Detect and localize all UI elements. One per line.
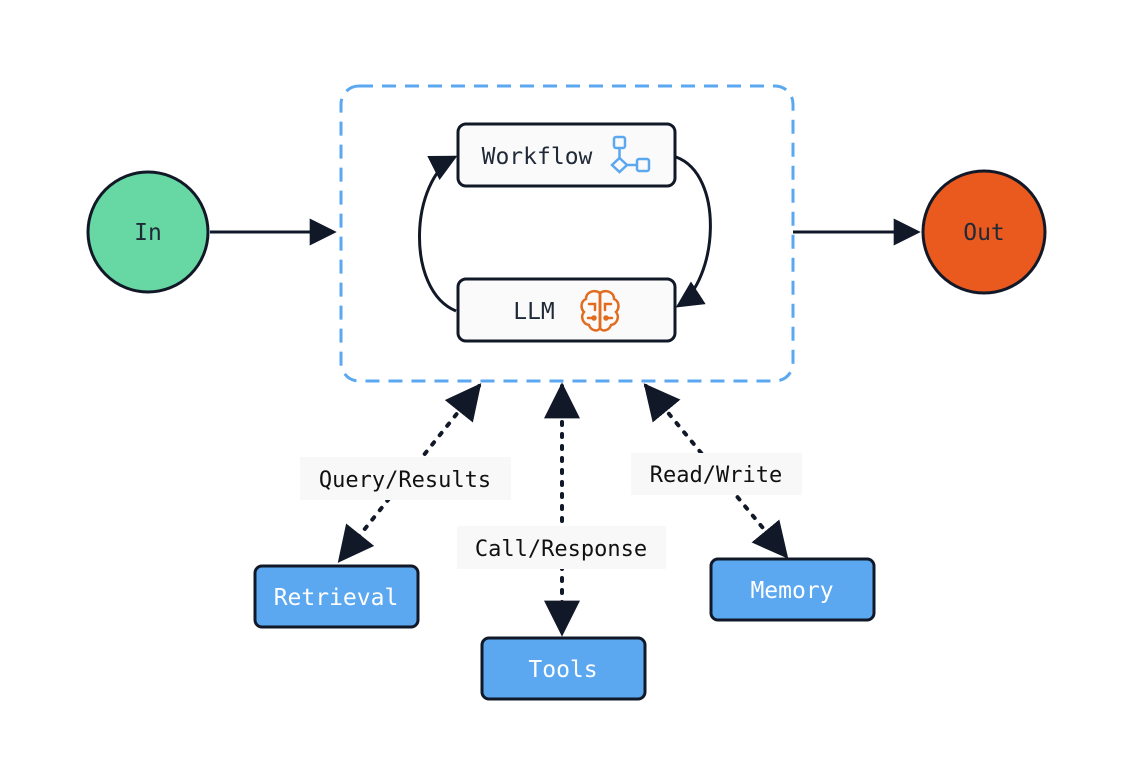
loop-arrow-left — [418, 155, 458, 313]
loop-arrow-right — [675, 155, 712, 308]
workflow-node: Workflow — [456, 122, 677, 188]
tools-label: Tools — [528, 657, 597, 683]
memory-node: Memory — [709, 557, 876, 622]
retrieval-node: Retrieval — [253, 564, 420, 629]
tools-node: Tools — [480, 636, 647, 701]
out-node: Out — [921, 169, 1047, 295]
memory-label: Memory — [750, 578, 833, 604]
call-response-label: Call/Response — [475, 537, 647, 562]
read-write-label: Read/Write — [650, 463, 782, 488]
tools-edge-label: Call/Response — [457, 526, 666, 569]
agent-container — [339, 84, 795, 383]
workflow-icon — [610, 135, 651, 174]
memory-edge-label: Read/Write — [631, 453, 802, 495]
retrieval-edge-label: Query/Results — [300, 457, 511, 500]
workflow-label: Workflow — [482, 144, 593, 170]
llm-label: LLM — [513, 299, 555, 325]
retrieval-label: Retrieval — [274, 585, 399, 611]
query-results-label: Query/Results — [319, 468, 491, 493]
brain-icon — [580, 290, 620, 332]
in-node: In — [86, 170, 210, 294]
out-label: Out — [963, 220, 1005, 246]
llm-node: LLM — [456, 277, 677, 343]
in-label: In — [134, 220, 162, 246]
